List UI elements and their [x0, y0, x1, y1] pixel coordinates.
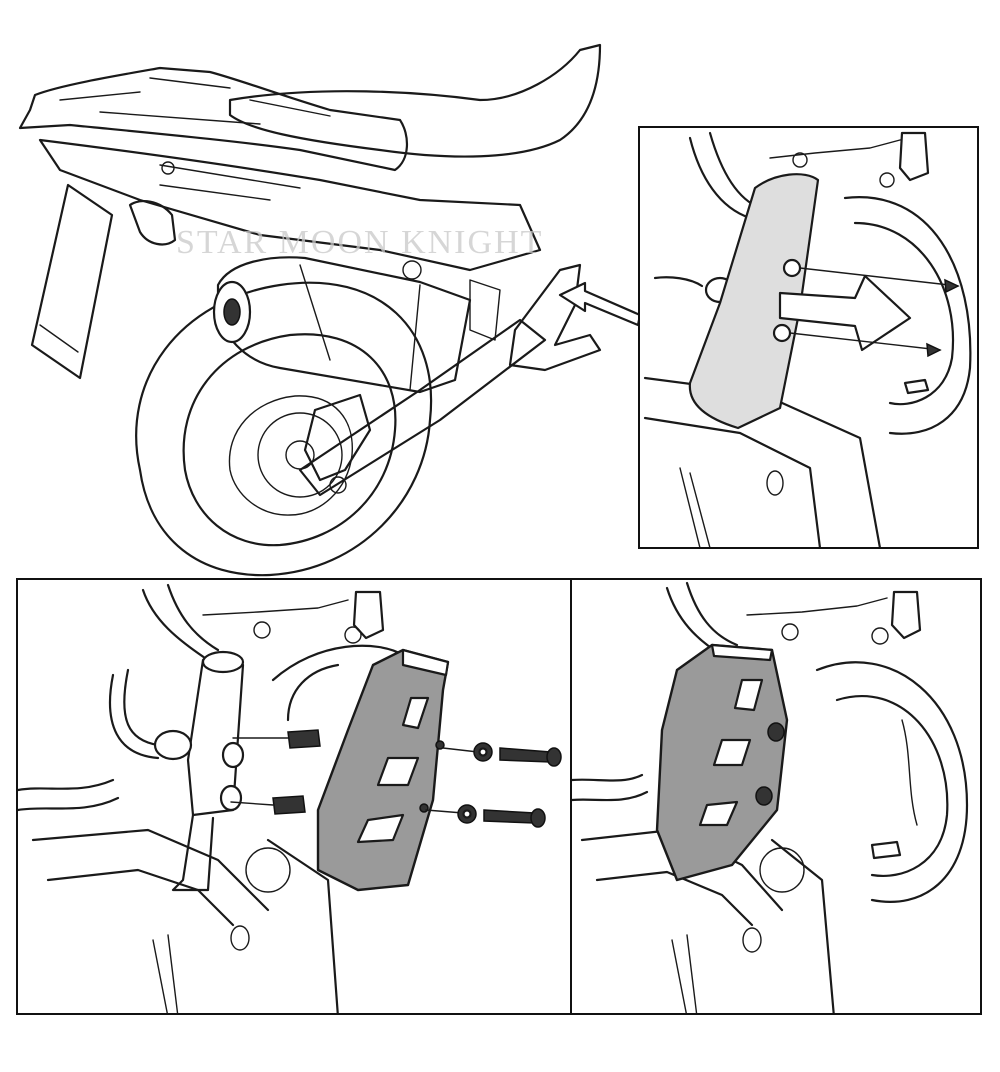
installed-view-panel	[570, 578, 982, 1015]
luggage-rack	[18, 66, 408, 172]
detail-panel	[638, 126, 979, 549]
guard-plate-outline	[688, 173, 820, 430]
bolt-head-upper	[767, 722, 785, 742]
license-plate	[30, 183, 114, 380]
bolt-head-lower	[755, 786, 773, 806]
arrow-left-icon	[558, 281, 642, 327]
tail-body	[38, 138, 542, 272]
bolt-upper	[499, 747, 551, 763]
brake-caliper	[303, 393, 372, 482]
rear-rim	[182, 333, 397, 547]
rear-tire	[135, 281, 433, 577]
swingarm	[298, 318, 547, 497]
watermark: STAR MOON KNIGHT	[176, 224, 544, 261]
footpeg-bracket	[508, 263, 602, 372]
exploded-view-panel	[16, 578, 572, 1015]
exhaust-silencer	[216, 256, 472, 394]
turn-signal	[128, 200, 177, 246]
seat	[228, 43, 602, 158]
arrow-right-icon	[778, 274, 912, 352]
bolt-lower	[483, 809, 535, 824]
